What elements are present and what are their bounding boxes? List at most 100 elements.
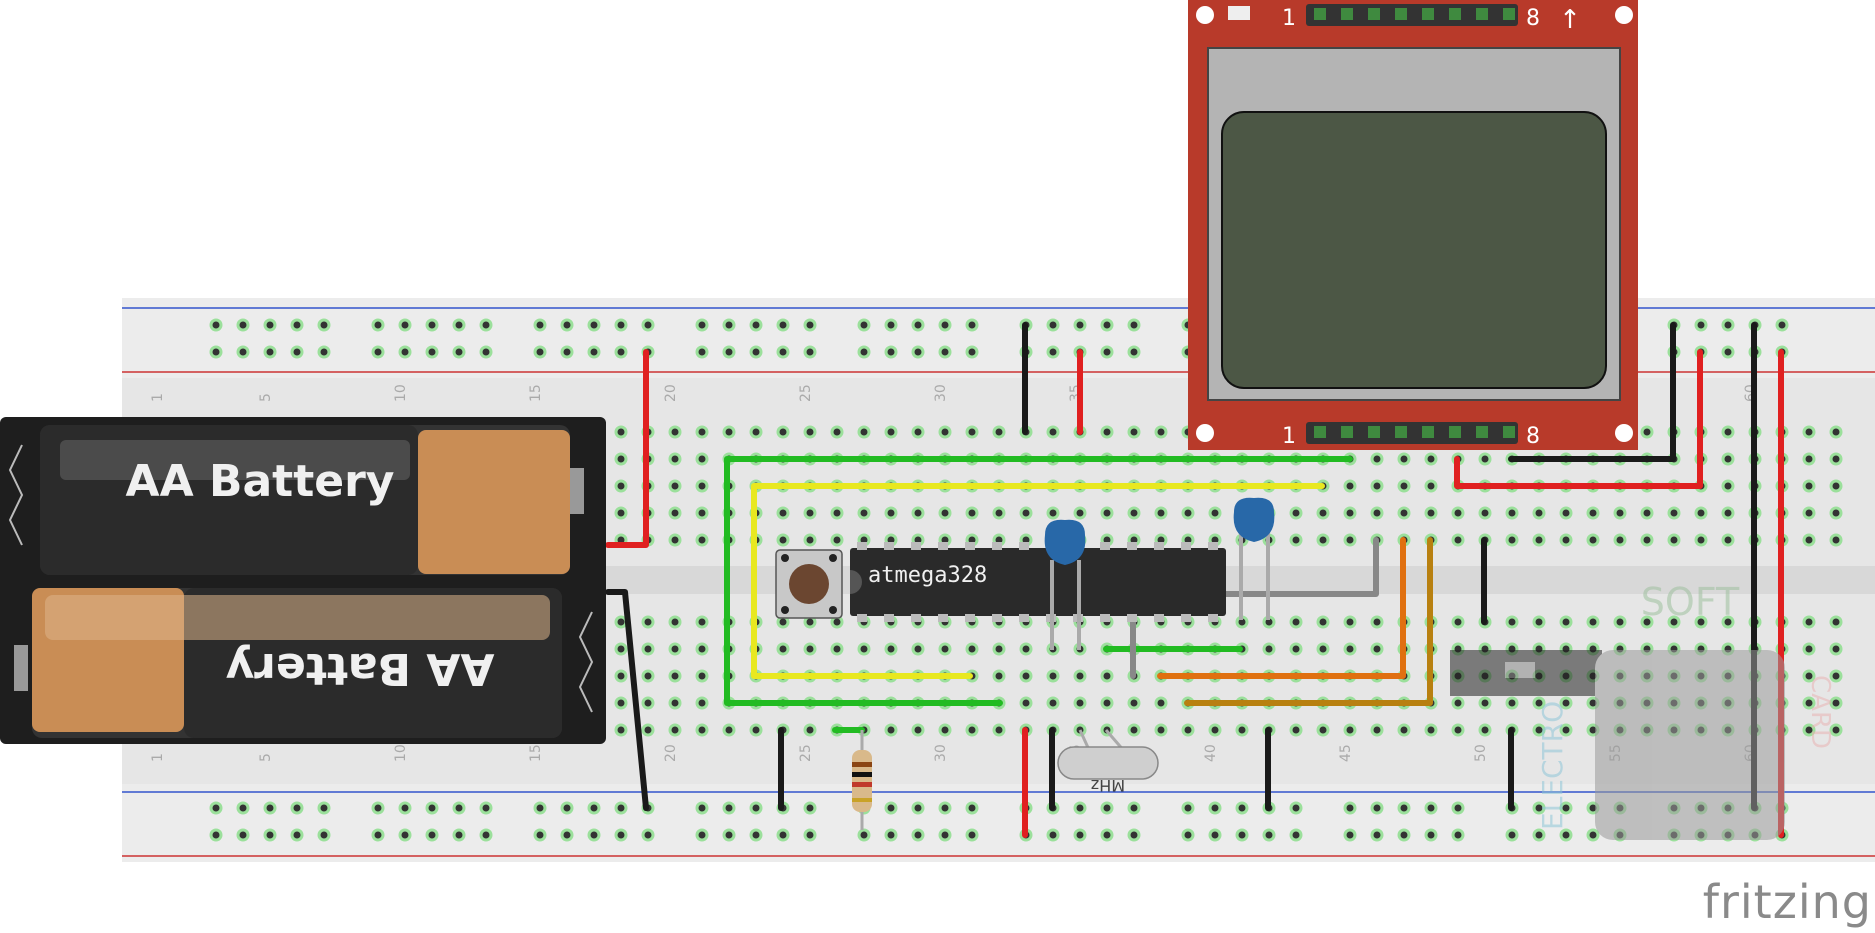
grid-hole <box>1370 479 1384 493</box>
column-number-bottom: 30 <box>933 744 949 762</box>
grid-hole <box>884 723 898 737</box>
lcd-pin <box>1449 426 1461 438</box>
lcd-pin <box>1395 8 1407 20</box>
chip-pin <box>1100 542 1110 550</box>
rail-hole <box>749 828 763 842</box>
grid-hole <box>938 425 952 439</box>
column-number-bottom: 40 <box>1203 744 1219 762</box>
grid-hole <box>911 506 925 520</box>
grid-hole <box>1829 615 1843 629</box>
wire-black-battery <box>605 589 649 811</box>
grid-hole <box>1532 506 1546 520</box>
rail-hole <box>1451 801 1465 815</box>
rail-hole <box>641 828 655 842</box>
grid-hole <box>1721 506 1735 520</box>
grid-hole <box>1289 642 1303 656</box>
rail-hole <box>317 801 331 815</box>
grid-hole <box>938 642 952 656</box>
rail-hole <box>533 828 547 842</box>
grid-hole <box>830 533 844 547</box>
rail-hole <box>479 345 493 359</box>
chip-pin <box>1127 614 1137 622</box>
grid-hole <box>1046 425 1060 439</box>
rail-hole <box>560 828 574 842</box>
rail-hole <box>236 345 250 359</box>
grid-hole <box>1613 615 1627 629</box>
rail-hole <box>1208 828 1222 842</box>
grid-hole <box>965 506 979 520</box>
grid-hole <box>1478 452 1492 466</box>
grid-hole <box>1424 723 1438 737</box>
grid-hole <box>884 425 898 439</box>
rail-hole <box>1370 801 1384 815</box>
rail-hole <box>749 801 763 815</box>
grid-hole <box>668 723 682 737</box>
grid-hole <box>614 425 628 439</box>
rail-hole <box>587 345 601 359</box>
rail-hole <box>398 345 412 359</box>
grid-hole <box>992 723 1006 737</box>
rail-hole <box>938 345 952 359</box>
grid-hole <box>1532 723 1546 737</box>
grid-hole <box>641 696 655 710</box>
grid-hole <box>695 696 709 710</box>
rail-hole <box>371 801 385 815</box>
grid-hole <box>1316 615 1330 629</box>
rail-hole <box>1397 828 1411 842</box>
grid-hole <box>1343 479 1357 493</box>
lcd-pin <box>1368 8 1380 20</box>
grid-hole <box>1289 506 1303 520</box>
rail-hole <box>1127 828 1141 842</box>
lcd-pin <box>1422 8 1434 20</box>
rail-hole <box>452 801 466 815</box>
rail-hole <box>1073 801 1087 815</box>
rail-hole <box>1235 801 1249 815</box>
grid-hole <box>1046 506 1060 520</box>
grid-hole <box>1019 669 1033 683</box>
grid-hole <box>668 696 682 710</box>
grid-hole <box>911 642 925 656</box>
column-number-top: 10 <box>393 384 409 402</box>
grid-hole <box>614 615 628 629</box>
push-button <box>775 549 843 619</box>
lcd-screen <box>1221 111 1607 389</box>
lcd-pin <box>1314 426 1326 438</box>
rail-hole <box>749 345 763 359</box>
rail-hole <box>776 345 790 359</box>
rail-hole <box>263 318 277 332</box>
column-number-top: 5 <box>258 393 274 402</box>
crystal-label: MHz <box>1091 776 1125 795</box>
grid-hole <box>1019 642 1033 656</box>
grid-hole <box>1667 615 1681 629</box>
rail-hole <box>965 345 979 359</box>
faded-module: SOFT ELECTRO CARD <box>1450 580 1835 840</box>
faded-label-left: ELECTRO <box>1536 701 1569 830</box>
grid-hole <box>1559 533 1573 547</box>
grid-hole <box>1343 533 1357 547</box>
chip-pin <box>857 542 867 550</box>
rail-hole <box>1073 828 1087 842</box>
column-number-bottom: 25 <box>798 744 814 762</box>
column-number-bottom: 15 <box>528 744 544 762</box>
rail-hole <box>479 828 493 842</box>
faded-label-top: SOFT <box>1641 580 1740 624</box>
rail-hole <box>938 318 952 332</box>
column-number-top: 25 <box>798 384 814 402</box>
grid-hole <box>1829 506 1843 520</box>
resistor <box>852 730 872 830</box>
grid-hole <box>668 533 682 547</box>
column-number-top: 20 <box>663 384 679 402</box>
lcd-module: 1 8 1 8 ↑ <box>1188 0 1638 450</box>
grid-hole <box>641 642 655 656</box>
rail-hole <box>857 318 871 332</box>
rail-hole <box>209 318 223 332</box>
grid-hole <box>1721 615 1735 629</box>
grid-hole <box>614 669 628 683</box>
grid-hole <box>1289 533 1303 547</box>
grid-hole <box>1370 615 1384 629</box>
column-number-top: 1 <box>150 393 166 402</box>
grid-hole <box>1802 533 1816 547</box>
lcd-pin <box>1503 426 1515 438</box>
rail-hole <box>722 345 736 359</box>
rail-hole <box>1343 801 1357 815</box>
